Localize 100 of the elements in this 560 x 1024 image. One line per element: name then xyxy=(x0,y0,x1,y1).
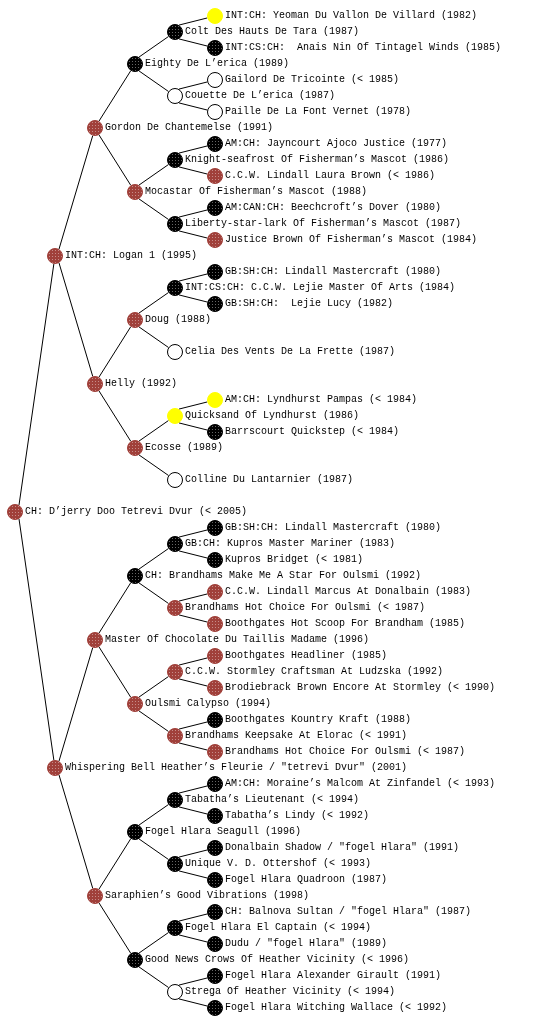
pedigree-dot xyxy=(167,984,183,1000)
connector-line xyxy=(138,454,169,476)
dog-name-label: Ecosse (1989) xyxy=(145,443,223,453)
dog-name-label: Colt Des Hauts De Tara (1987) xyxy=(185,27,360,37)
dog-name-label: Mocastar Of Fisherman’s Mascot (1988) xyxy=(145,187,368,197)
dog-name-label: Barrscourt Quickstep (< 1984) xyxy=(225,427,400,437)
dog-name-label: GB:SH:CH: Lindall Mastercraft (1980) xyxy=(225,523,442,533)
connector-line xyxy=(58,774,94,889)
connector-line xyxy=(178,934,208,943)
pedigree-dot xyxy=(207,552,223,568)
connector-line xyxy=(138,932,169,954)
pedigree-dot xyxy=(207,520,223,536)
pedigree-dot xyxy=(207,904,223,920)
dog-name-label: Gordon De Chantemelse (1991) xyxy=(105,123,274,133)
connector-line xyxy=(178,550,208,559)
connector-line xyxy=(138,838,169,860)
connector-line xyxy=(178,38,208,47)
dog-name-label: INT:CS:CH: Anais Nin Of Tintagel Winds (1985) xyxy=(225,43,502,53)
pedigree-dot xyxy=(207,392,223,408)
dog-name-label: INT:CS:CH: C.C.W. Lejie Master Of Arts (1984) xyxy=(185,283,456,293)
dog-name-label: Colline Du Lantarnier (1987) xyxy=(185,475,354,485)
dog-name-label: CH: Balnova Sultan / "fogel Hlara" (1987) xyxy=(225,907,472,917)
dog-name-label: C.C.W. Lindall Marcus At Donalbain (1983) xyxy=(225,587,472,597)
pedigree-dot xyxy=(207,136,223,152)
pedigree-dot xyxy=(167,88,183,104)
dog-name-label: Boothgates Headliner (1985) xyxy=(225,651,388,661)
connector-line xyxy=(138,292,169,314)
dog-name-label: Donalbain Shadow / "fogel Hlara" (1991) xyxy=(225,843,460,853)
connector-line xyxy=(178,81,208,90)
pedigree-dot xyxy=(167,216,183,232)
connector-line xyxy=(98,838,132,890)
dog-name-label: CH: Brandhams Make Me A Star For Oulsmi (1992) xyxy=(145,571,422,581)
pedigree-dot xyxy=(207,232,223,248)
dog-name-label: Brandhams Keepsake At Elorac (< 1991) xyxy=(185,731,408,741)
dog-name-label: Gailord De Tricointe (< 1985) xyxy=(225,75,400,85)
connector-line xyxy=(98,582,132,634)
connector-line xyxy=(178,870,208,879)
dog-name-label: Helly (1992) xyxy=(105,379,177,389)
dog-name-label: Master Of Chocolate Du Taillis Madame (1996) xyxy=(105,635,370,645)
dog-name-label: Eighty De L’erica (1989) xyxy=(145,59,290,69)
pedigree-dot xyxy=(207,680,223,696)
dog-name-label: Paille De La Font Vernet (1978) xyxy=(225,107,412,117)
pedigree-dot xyxy=(87,120,103,136)
pedigree-dot xyxy=(207,872,223,888)
pedigree-dot xyxy=(207,648,223,664)
dog-name-label: Couette De L’erica (1987) xyxy=(185,91,336,101)
connector-line xyxy=(98,134,132,186)
dog-name-label: Celia Des Vents De La Frette (1987) xyxy=(185,347,396,357)
dog-name-label: AM:CH: Jayncourt Ajoco Justice (1977) xyxy=(225,139,448,149)
pedigree-dot xyxy=(47,760,63,776)
dog-name-label: Fogel Hlara Alexander Girault (1991) xyxy=(225,971,442,981)
connector-line xyxy=(138,164,169,186)
dog-name-label: Boothgates Hot Scoop For Brandham (1985) xyxy=(225,619,466,629)
pedigree-dot xyxy=(127,440,143,456)
dog-name-label: Justice Brown Of Fisherman’s Mascot (1984) xyxy=(225,235,478,245)
connector-line xyxy=(58,647,94,762)
connector-line xyxy=(138,582,169,604)
pedigree-dot xyxy=(87,632,103,648)
connector-line xyxy=(98,70,132,122)
dog-name-label: GB:SH:CH: Lindall Mastercraft (1980) xyxy=(225,267,442,277)
dog-name-label: Whispering Bell Heather’s Fleurie / "tetrevi Dvur" (2001) xyxy=(65,763,408,773)
pedigree-dot xyxy=(167,664,183,680)
pedigree-dot xyxy=(167,152,183,168)
connector-line xyxy=(58,135,94,250)
pedigree-dot xyxy=(207,168,223,184)
connector-line xyxy=(98,390,132,442)
dog-name-label: CH: D’jerry Doo Tetrevi Dvur (< 2005) xyxy=(25,507,248,517)
connector-line xyxy=(178,721,208,730)
connector-line xyxy=(138,710,169,732)
connector-line xyxy=(178,209,208,218)
connector-line xyxy=(178,166,208,175)
connector-line xyxy=(18,518,55,761)
dog-name-label: Oulsmi Calypso (1994) xyxy=(145,699,272,709)
connector-line xyxy=(138,804,169,826)
dog-name-label: Strega Of Heather Vicinity (< 1994) xyxy=(185,987,396,997)
dog-name-label: Doug (1988) xyxy=(145,315,211,325)
pedigree-dot xyxy=(167,600,183,616)
pedigree-dot xyxy=(207,40,223,56)
connector-line xyxy=(178,102,208,111)
pedigree-dot xyxy=(207,264,223,280)
pedigree-dot xyxy=(207,296,223,312)
connector-line xyxy=(58,262,94,377)
pedigree-dot xyxy=(207,840,223,856)
pedigree-dot xyxy=(207,424,223,440)
pedigree-dot xyxy=(127,312,143,328)
connector-line xyxy=(178,273,208,282)
pedigree-dot xyxy=(207,744,223,760)
connector-line xyxy=(138,36,169,58)
pedigree-dot xyxy=(167,536,183,552)
pedigree-dot xyxy=(127,56,143,72)
pedigree-dot xyxy=(127,696,143,712)
connector-line xyxy=(178,913,208,922)
connector-line xyxy=(138,198,169,220)
connector-line xyxy=(178,294,208,303)
dog-name-label: Good News Crows Of Heather Vicinity (< 1996) xyxy=(145,955,410,965)
pedigree-dot xyxy=(7,504,23,520)
connector-line xyxy=(178,785,208,794)
pedigree-dot xyxy=(127,952,143,968)
pedigree-dot xyxy=(207,776,223,792)
pedigree-dot xyxy=(87,376,103,392)
